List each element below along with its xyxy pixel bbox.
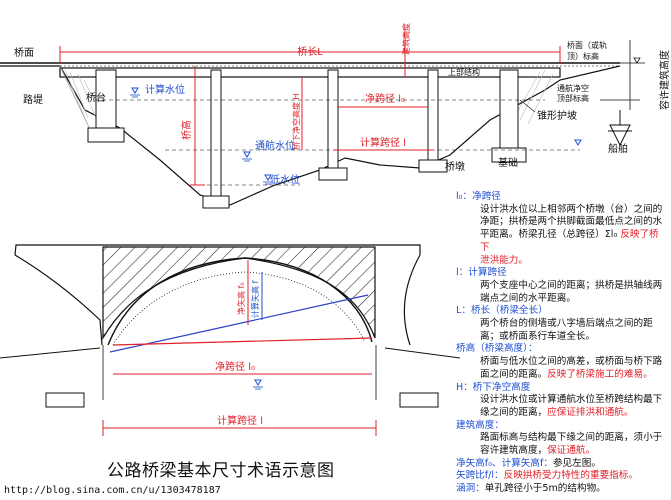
note-line: 两个支座中心之间的距离；拱桥是拱轴线两	[480, 279, 663, 291]
note-term: L：桥长（桥梁全长）	[456, 305, 548, 317]
allowable-height-label: 容许建筑高度	[658, 50, 671, 110]
right-abutment	[499, 69, 519, 151]
springing-line-red	[112, 337, 373, 346]
terminology-notes: l₀：净跨径设计洪水位以上相邻两个桥墩（台）之间的净距；拱桥是两个拱脚截面最低点…	[456, 191, 668, 496]
diagram-caption: 公路桥梁基本尺寸术语示意图	[107, 461, 335, 481]
bridge-height-label: 桥高	[180, 120, 193, 140]
total-length-dimension	[59, 46, 561, 64]
clear-span-label: 净跨径 l₀	[365, 92, 405, 105]
embankment-label: 路堤	[23, 93, 43, 106]
pier-1	[202, 69, 230, 209]
arch-computed-span-label: 计算跨径 l	[217, 414, 263, 427]
superstructure-beam	[59, 67, 561, 78]
deck-elevation-label-2: 顶）标高	[567, 51, 599, 61]
computed-span-label: 计算跨径 l	[360, 136, 406, 149]
note-term: l：计算跨径	[456, 267, 507, 279]
note-line: 泄洪能力。	[480, 254, 528, 266]
note-line: 离；或桥面系行车道全长。	[480, 330, 596, 342]
note-line: 缘之间的距离，应保证排洪和通航。	[480, 406, 634, 418]
note-term: l₀：净跨径	[456, 191, 501, 202]
right-footing	[399, 392, 439, 408]
deck-elevation-label: 桥面（或轨	[567, 40, 607, 50]
note-line: 平距离。桥梁孔径（总跨径）Σl₀ 反映了桥下	[480, 229, 659, 253]
arch-computed-span-dimension	[102, 420, 377, 436]
source-url: http://blog.sina.com.cn/u/1303478187	[4, 485, 221, 496]
note-term: 净矢高f₀、计算矢高f：参见左图。	[456, 457, 601, 469]
note-term: 桥高（桥梁高度）：	[456, 343, 538, 355]
arch-clear-span-label: 净跨径 l₀	[215, 360, 255, 373]
note-line: 端点之间的水平距离。	[480, 292, 576, 304]
pier-label: 桥墩	[445, 160, 465, 173]
note-term: H：桥下净空高度	[456, 381, 531, 393]
foundation-block	[491, 147, 527, 163]
arch-deck	[14, 244, 421, 256]
note-line: 路面标高与结构最下缘之间的距离，须小于	[480, 432, 663, 444]
arch-ring	[107, 257, 373, 346]
pier-3	[418, 69, 448, 173]
navigation-water-level-label: 通航水位	[255, 139, 295, 152]
deck-label: 桥面	[14, 47, 34, 59]
caisson-label: 船舶	[608, 142, 628, 155]
nav-clearance-label: 通航净空	[557, 83, 589, 93]
under-clearance-label: 桥下净空高度 H	[291, 93, 301, 150]
clear-rise-label: 净矢高 f₀	[236, 282, 246, 315]
caisson-icon	[608, 110, 632, 147]
pier-2	[318, 69, 348, 181]
abutment-label: 桥台	[86, 91, 106, 104]
note-line: 桥面与低水位之间的高差，或桥面与桥下路	[480, 356, 663, 368]
note-line: 设计洪水位或计算通航水位至桥跨结构最下	[480, 394, 663, 406]
cone-slope-label: 锥形护坡	[537, 109, 577, 122]
note-term: 涵洞：单孔跨径小于5m的结构物。	[456, 483, 606, 495]
springing-line-blue	[109, 294, 369, 353]
construction-height-label: 建筑高度	[401, 23, 411, 55]
nav-clearance-label-2: 顶部标高	[557, 93, 589, 103]
design-water-level-label: 计算水位	[145, 83, 185, 96]
foundation-label: 基础	[498, 156, 518, 169]
note-line: 两个桥台的侧墙或八字墙后端点之间的距	[480, 318, 653, 330]
total-length-label: 桥长L	[297, 46, 323, 58]
superstructure-label: 上部结构	[448, 67, 480, 77]
computed-rise-label: 计算矢高 f	[250, 280, 260, 318]
left-footing	[45, 392, 85, 408]
note-line: 容许建筑高度，保证通航。	[480, 445, 596, 457]
note-line: 设计洪水位以上相邻两个桥墩（台）之间的	[480, 203, 663, 215]
note-line: 面之间的距离。反映了桥梁施工的难易。	[480, 368, 653, 380]
note-line: 净距；拱桥是两个拱脚截面最低点之间的水	[480, 216, 663, 228]
low-water-level-label: 低水位	[270, 173, 300, 186]
note-term: 建筑高度：	[456, 419, 504, 431]
water-level-icon	[131, 87, 139, 94]
bridge-height-dimension	[190, 66, 205, 186]
note-term: 矢跨比f/l：反映拱桥受力特性的重要指标。	[456, 470, 638, 482]
